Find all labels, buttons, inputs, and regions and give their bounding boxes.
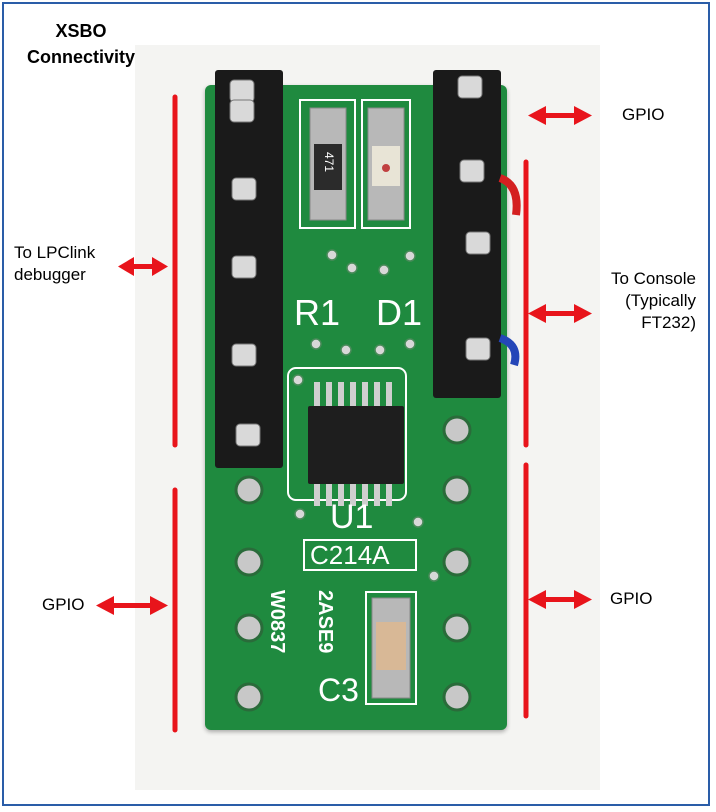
led-die <box>382 164 390 172</box>
arrow-lpclink <box>118 257 168 276</box>
arrow-gpio-top-right <box>528 106 592 125</box>
resistor-body <box>314 144 342 190</box>
arrow-gpio-right <box>528 590 592 609</box>
capacitor-body <box>376 622 406 670</box>
title-line-2: Connectivity <box>26 47 136 67</box>
label-console: To Console (Typically FT232) <box>596 268 696 334</box>
left-header-pins <box>229 79 261 447</box>
c3-pad-outline <box>365 591 417 705</box>
arrow-console <box>528 304 592 323</box>
through-hole-pads <box>234 415 472 712</box>
silkscreen-d1: D1 <box>376 292 423 333</box>
label-lpclink-line-1: To LPClink <box>14 243 96 262</box>
blue-wire <box>498 334 520 367</box>
r1-pad-outline <box>299 99 356 229</box>
label-lpclink: To LPClink debugger <box>14 242 95 286</box>
label-gpio-right: GPIO <box>610 589 653 608</box>
chip-pins <box>314 382 392 506</box>
label-gpio-top-right: GPIO <box>622 105 665 124</box>
silkscreen-code-2: 2ASE9 <box>314 590 336 654</box>
label-console-line-1: To Console <box>610 269 696 288</box>
label-console-line-2: (Typically <box>625 291 696 310</box>
silkscreen-c3: C3 <box>318 672 359 708</box>
figure-title: XSBO Connectivity <box>6 18 156 70</box>
title-line-1: XSBO <box>55 21 107 41</box>
silkscreen-chip-label: C214A <box>310 540 390 570</box>
silkscreen-u1: U1 <box>330 498 374 536</box>
chip-label-box <box>303 539 417 571</box>
figure-frame <box>2 2 710 806</box>
chip-u1 <box>308 406 404 484</box>
label-console-line-3: FT232) <box>641 313 696 332</box>
resistor-marking: 471 <box>322 152 336 173</box>
label-gpio-left: GPIO <box>42 595 85 614</box>
silkscreen-code-1: W0837 <box>266 590 288 654</box>
annotation-bars <box>172 94 529 733</box>
red-wire <box>498 174 521 216</box>
arrow-gpio-left <box>96 596 168 615</box>
silkscreen-r1: R1 <box>294 292 341 333</box>
vias <box>292 249 440 582</box>
chip-u1-outline <box>287 367 407 501</box>
d1-pad-outline <box>361 99 411 229</box>
annotation-arrows <box>96 106 592 615</box>
label-lpclink-line-2: debugger <box>14 265 86 284</box>
right-header-pins <box>457 75 491 361</box>
